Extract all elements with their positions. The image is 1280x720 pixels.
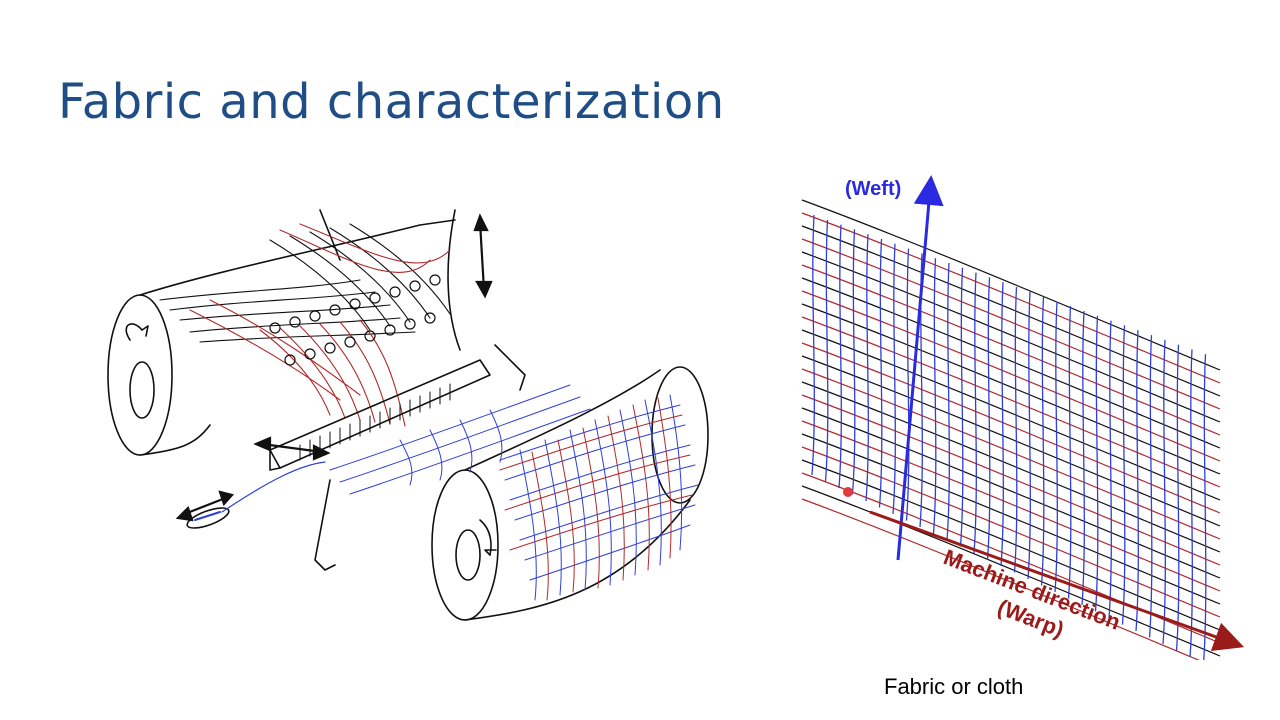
- warp-thread: [801, 420, 1221, 592]
- weft-axis-arrow: [896, 175, 944, 561]
- weave-grid: [801, 199, 1221, 660]
- weft-thread: [811, 214, 815, 476]
- weft-thread: [1027, 291, 1031, 580]
- weft-thread: [1189, 349, 1193, 658]
- weft-thread: [838, 224, 842, 489]
- warp-thread: [801, 433, 1221, 605]
- warp-thread: [801, 381, 1221, 553]
- warp-thread: [801, 342, 1221, 514]
- weft-thread: [1121, 325, 1126, 625]
- woven-cloth-red: [499, 397, 693, 601]
- warp-thread: [801, 316, 1221, 488]
- shuttle: [186, 507, 230, 529]
- weft-thread: [986, 277, 991, 560]
- warp-thread: [801, 225, 1221, 397]
- warp-thread: [801, 355, 1221, 527]
- warp-thread: [801, 329, 1221, 501]
- weft-thread: [1108, 320, 1112, 619]
- weft-thread: [1175, 344, 1180, 651]
- weft-thread: [932, 258, 937, 534]
- weft-thread: [1094, 315, 1099, 612]
- warp-thread: [801, 212, 1221, 384]
- reed-beater: [269, 344, 526, 471]
- weft-thread: [1148, 334, 1153, 638]
- weft-thread: [1203, 354, 1207, 660]
- weft-thread: [1135, 330, 1139, 632]
- warp-thread: [801, 238, 1221, 410]
- warp-thread: [801, 407, 1221, 579]
- weft-thread: [1067, 306, 1072, 599]
- warp-axis-arrow: [869, 510, 1245, 652]
- warp-thread: [801, 446, 1221, 618]
- weft-thread: [1000, 282, 1004, 567]
- warp-thread: [801, 485, 1221, 657]
- weft-thread: [1040, 296, 1045, 586]
- weft-thread: [892, 243, 896, 515]
- loom-illustration: [107, 209, 709, 621]
- weft-thread: [959, 267, 964, 547]
- warp-thread: [801, 251, 1221, 423]
- weft-thread: [865, 234, 869, 502]
- fabric-caption: Fabric or cloth: [884, 674, 1024, 699]
- warp-thread: [801, 394, 1221, 566]
- woven-cloth-blue: [329, 384, 699, 601]
- thread-end-dot: [843, 487, 853, 497]
- cloth-beam-roller: [314, 366, 709, 621]
- heddle-loops: [269, 274, 441, 366]
- warp-beam-roller: [107, 209, 461, 456]
- weft-thread: [1013, 286, 1018, 573]
- warp-thread: [801, 264, 1221, 436]
- weft-thread: [824, 219, 829, 482]
- weft-thread: [1162, 339, 1166, 645]
- warp-thread: [801, 199, 1221, 371]
- warp-thread: [801, 277, 1221, 449]
- warp-thread: [801, 303, 1221, 475]
- weft-thread: [973, 272, 977, 554]
- weft-thread: [1054, 301, 1058, 593]
- fabric-weave-diagram: (Weft) Machine direction (Warp): [801, 175, 1245, 660]
- slide-title: Fabric and characterization: [58, 74, 725, 130]
- motion-arrows: [175, 213, 493, 522]
- weft-thread: [851, 229, 856, 495]
- warp-thread: [801, 290, 1221, 462]
- weft-thread: [878, 238, 883, 508]
- weft-label: (Weft): [845, 178, 901, 200]
- warp-thread: [801, 498, 1200, 660]
- weft-thread: [946, 262, 950, 541]
- warp-thread: [801, 459, 1221, 631]
- weft-thread: [905, 248, 910, 521]
- warp-threads-red: [189, 223, 451, 427]
- warp-thread: [801, 368, 1221, 540]
- weft-thread: [1081, 310, 1085, 606]
- warp-threads-back: [159, 223, 451, 343]
